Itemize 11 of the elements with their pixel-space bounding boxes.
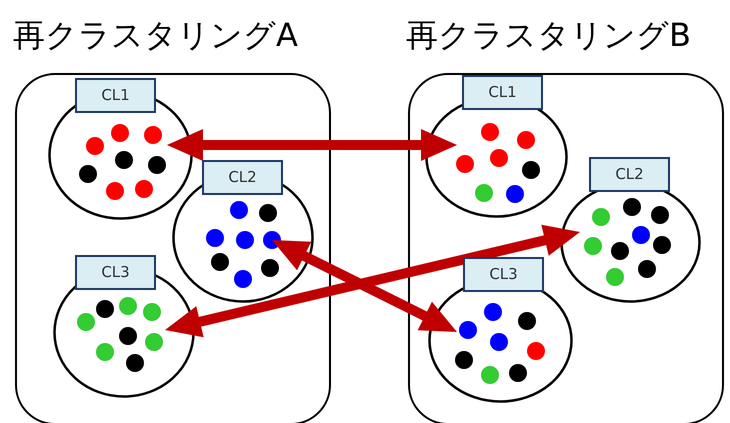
double-arrow bbox=[167, 129, 457, 161]
cluster-label: CL3 bbox=[75, 255, 156, 290]
cluster-label: CL2 bbox=[202, 160, 283, 195]
cluster-label: CL3 bbox=[463, 257, 544, 292]
double-arrow bbox=[272, 240, 457, 332]
cluster-label: CL2 bbox=[589, 157, 670, 192]
cluster-label: CL1 bbox=[75, 78, 156, 113]
double-arrow bbox=[165, 224, 580, 338]
cluster-label: CL1 bbox=[462, 75, 543, 110]
group-title: 再クラスタリングA bbox=[13, 15, 298, 55]
group-title: 再クラスタリングB bbox=[406, 15, 691, 55]
